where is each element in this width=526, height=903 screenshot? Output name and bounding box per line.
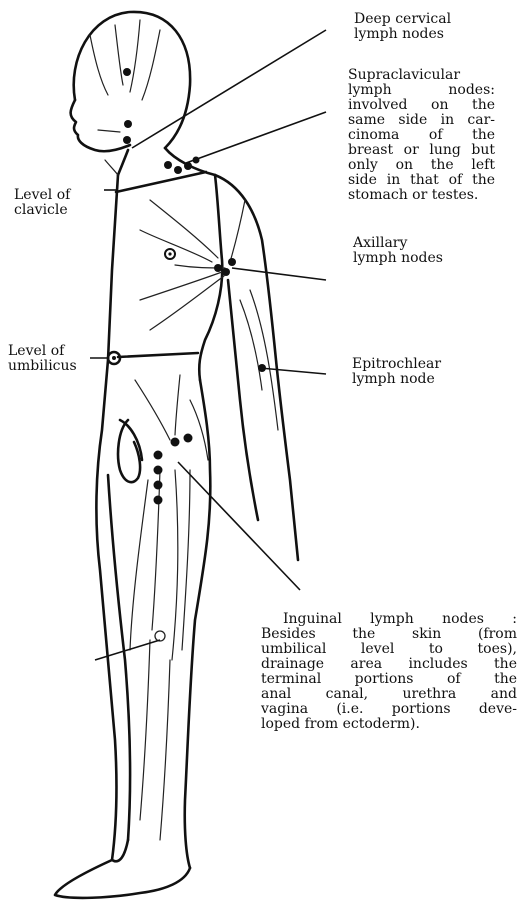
- label-supraclavicular: Supraclavicular lymph nodes: involved on…: [348, 68, 495, 203]
- node-deep-cervical: [123, 68, 131, 76]
- node-inguinal: [154, 466, 163, 475]
- node-deep-cervical: [124, 120, 132, 128]
- node-deep-cervical: [123, 136, 131, 144]
- node-inguinal: [154, 451, 163, 460]
- node-axillary: [228, 258, 236, 266]
- node-inguinal: [154, 496, 163, 505]
- label-axillary: Axillary lymph nodes: [353, 236, 493, 266]
- node-axillary: [222, 268, 230, 276]
- label-level-of-clavicle: Level of clavicle: [14, 188, 104, 218]
- pointer-axillary: [232, 268, 326, 280]
- pointer-supraclavicular: [186, 112, 326, 163]
- node-supraclavicular: [184, 162, 192, 170]
- node-axillary: [214, 264, 222, 272]
- pointer-deep-cervical: [132, 30, 326, 148]
- label-level-of-umbilicus: Level of umbilicus: [8, 344, 98, 374]
- node-inguinal: [184, 434, 193, 443]
- node-inguinal: [171, 438, 180, 447]
- label-inguinal: Inguinal lymph nodes : Besides the skin …: [261, 612, 517, 732]
- knee-marker: [155, 631, 165, 641]
- lymph-vessels: [90, 20, 278, 840]
- body-outline: [55, 12, 298, 898]
- label-deep-cervical: Deep cervical lymph nodes: [354, 12, 524, 42]
- node-supraclavicular: [164, 161, 172, 169]
- label-epitrochlear: Epitrochlear lymph node: [352, 357, 492, 387]
- pointer-inguinal: [178, 462, 300, 590]
- node-supraclavicular: [174, 166, 182, 174]
- node-inguinal: [154, 481, 163, 490]
